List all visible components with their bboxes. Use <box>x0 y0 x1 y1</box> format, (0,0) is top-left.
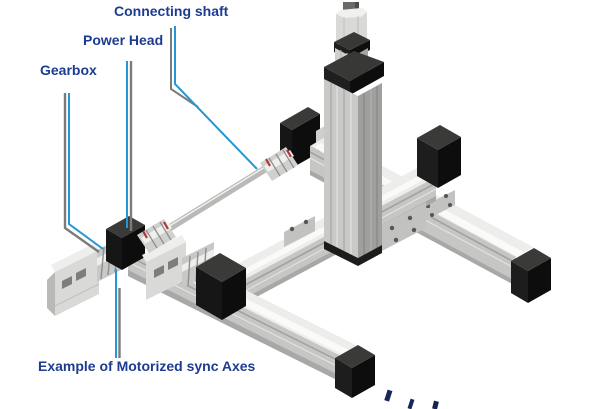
column-head-flange <box>324 51 384 95</box>
label-power-head: Power Head <box>83 32 164 48</box>
leader-line-gearbox-blue <box>68 93 104 250</box>
front-axis-end-block <box>335 345 375 398</box>
cropped-watermark-marks <box>384 389 439 409</box>
connecting-shaft-graphic <box>137 147 298 253</box>
axis-motor <box>47 243 100 316</box>
cross-axis-left-plate <box>284 216 315 247</box>
cross-axis-motor <box>142 235 186 300</box>
label-connecting-shaft: Connecting shaft <box>114 3 229 19</box>
main-column <box>324 79 382 266</box>
rear-axis-end-block <box>511 248 551 303</box>
label-caption: Example of Motorized sync Axes <box>38 358 256 374</box>
shaft-coupling-right <box>260 147 298 181</box>
shaft-coupling-left <box>137 219 176 253</box>
cross-axis-end-block <box>417 125 461 188</box>
label-gearbox: Gearbox <box>40 62 97 78</box>
leader-line-connecting-shaft-gray <box>170 28 199 108</box>
rear-axis-carriage-plate <box>420 190 455 223</box>
leader-line-gearbox-gray <box>63 93 100 253</box>
cross-axis-drive-block <box>196 253 246 320</box>
column-base <box>324 241 382 266</box>
vertical-axis-graphic <box>324 2 384 266</box>
cross-axis-carriage-plate <box>380 202 426 252</box>
leader-line-connecting-shaft-blue <box>174 26 258 170</box>
